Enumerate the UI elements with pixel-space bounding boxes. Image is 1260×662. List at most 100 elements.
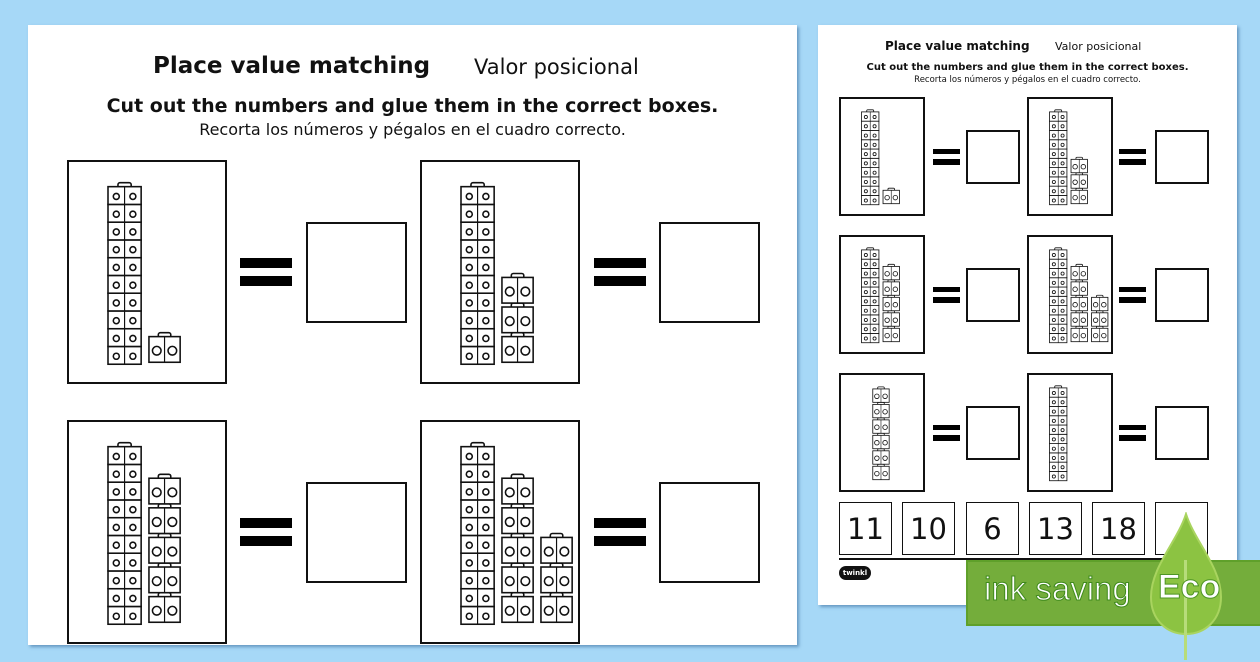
title-spanish: Valor posicional [1055, 40, 1142, 53]
instruction-spanish: Recorta los números y pégalos en el cuad… [914, 75, 1141, 85]
blocks-picture-box [1027, 235, 1113, 354]
unit-cube [501, 302, 534, 334]
ten-rod-cube [107, 605, 142, 626]
worksheet-preview-large: Place value matching Valor posicional Cu… [28, 25, 797, 645]
blocks-picture-box [420, 160, 580, 384]
answer-box[interactable] [1155, 405, 1209, 460]
ten-rod-cube [460, 274, 495, 294]
ten-rod-cube [460, 239, 495, 259]
ten-rod-cube [1049, 247, 1068, 260]
ten-rod-cube [861, 268, 880, 279]
ten-rod-cube [861, 314, 880, 325]
ten-rod-cube [460, 441, 495, 466]
unit-cube [872, 386, 890, 403]
ten-rod-cube [107, 499, 142, 519]
unit-cube [501, 272, 534, 304]
blocks-picture-box [1027, 97, 1113, 216]
ten-rod-cube [107, 516, 142, 537]
unit-cube [1091, 310, 1109, 327]
ten-rod-cube [1049, 314, 1068, 325]
blocks-picture-box [420, 420, 580, 644]
unit-cube [540, 591, 573, 624]
answer-box[interactable] [306, 221, 407, 323]
ten-rod-cube [1049, 396, 1068, 407]
ten-rod-cube [460, 499, 495, 519]
unit-cube [501, 562, 534, 594]
ten-rod-cube [460, 463, 495, 483]
eco-label: Eco [1157, 568, 1221, 607]
cut-out-number-card[interactable]: 10 [902, 502, 955, 555]
answer-box[interactable] [966, 405, 1020, 460]
answer-box[interactable] [1155, 129, 1209, 184]
instruction-english: Cut out the numbers and glue them in the… [106, 95, 719, 117]
ten-rod-cube [107, 552, 142, 572]
ten-rod-cube [1049, 443, 1068, 454]
twinkl-logo: twinkl [839, 566, 871, 580]
unit-cube [1070, 172, 1088, 189]
ten-rod-cube [460, 552, 495, 572]
ten-rod-cube [861, 323, 880, 334]
equals-sign [933, 424, 960, 441]
unit-cube [1070, 294, 1088, 312]
ten-rod-cube [861, 120, 880, 131]
ten-rod-cube [460, 221, 495, 241]
answer-box[interactable] [659, 221, 760, 323]
cut-line [839, 558, 1209, 560]
ten-rod-cube [107, 570, 142, 590]
ten-rod-cube [107, 310, 142, 330]
instruction-spanish: Recorta los números y pégalos en el cuad… [199, 120, 626, 139]
ten-rod-cube [1049, 120, 1068, 131]
unit-cube [882, 325, 900, 343]
ten-rod-cube [107, 292, 142, 312]
worksheet-preview-small: Place value matching Valor posicional Cu… [818, 25, 1237, 605]
ten-rod-cube [1049, 471, 1068, 482]
unit-cube [1070, 263, 1088, 281]
ten-rod-cube [1049, 286, 1068, 297]
ten-rod-cube [460, 605, 495, 626]
ten-rod-cube [107, 463, 142, 483]
ten-rod-cube [107, 203, 142, 223]
cut-out-number-card[interactable]: 11 [839, 502, 892, 555]
answer-box[interactable] [966, 129, 1020, 184]
answer-box[interactable] [1155, 267, 1209, 322]
instruction-english: Cut out the numbers and glue them in the… [866, 62, 1189, 73]
ten-rod-cube [861, 195, 880, 206]
ten-rod-cube [1049, 268, 1068, 279]
ten-rod-cube [861, 333, 880, 344]
equals-sign [933, 148, 960, 165]
cut-out-number-card[interactable]: 6 [966, 502, 1019, 555]
ten-rod-cube [1049, 323, 1068, 334]
unit-cube [501, 331, 534, 364]
unit-cube [501, 473, 534, 505]
unit-cube [872, 417, 890, 434]
equals-sign [1119, 148, 1146, 165]
unit-cube [148, 503, 181, 535]
cut-out-number-card[interactable]: 13 [1029, 502, 1082, 555]
ten-rod-cube [861, 176, 880, 187]
ten-rod-cube [861, 185, 880, 196]
ten-rod-cube [861, 109, 880, 122]
answer-box[interactable] [966, 267, 1020, 322]
unit-cube [882, 310, 900, 327]
unit-cube [1070, 279, 1088, 296]
ten-rod-cube [1049, 139, 1068, 150]
title-english: Place value matching [885, 39, 1030, 53]
answer-box[interactable] [306, 481, 407, 583]
ten-rod-cube [1049, 452, 1068, 463]
ten-rod-cube [1049, 167, 1068, 178]
unit-cube [148, 591, 181, 624]
ten-rod-cube [1049, 424, 1068, 435]
ten-rod-cube [1049, 415, 1068, 426]
ten-rod-cube [460, 345, 495, 366]
unit-cube [540, 532, 573, 564]
blocks-picture-box [839, 373, 925, 492]
answer-box[interactable] [659, 481, 760, 583]
unit-cube [148, 473, 181, 505]
ten-rod-cube [1049, 433, 1068, 444]
equals-sign [1119, 424, 1146, 441]
ten-rod-cube [1049, 176, 1068, 187]
ten-rod-cube [861, 157, 880, 168]
cut-out-number-card[interactable]: 18 [1092, 502, 1145, 555]
unit-cube [501, 503, 534, 535]
equals-sign [1119, 286, 1146, 303]
